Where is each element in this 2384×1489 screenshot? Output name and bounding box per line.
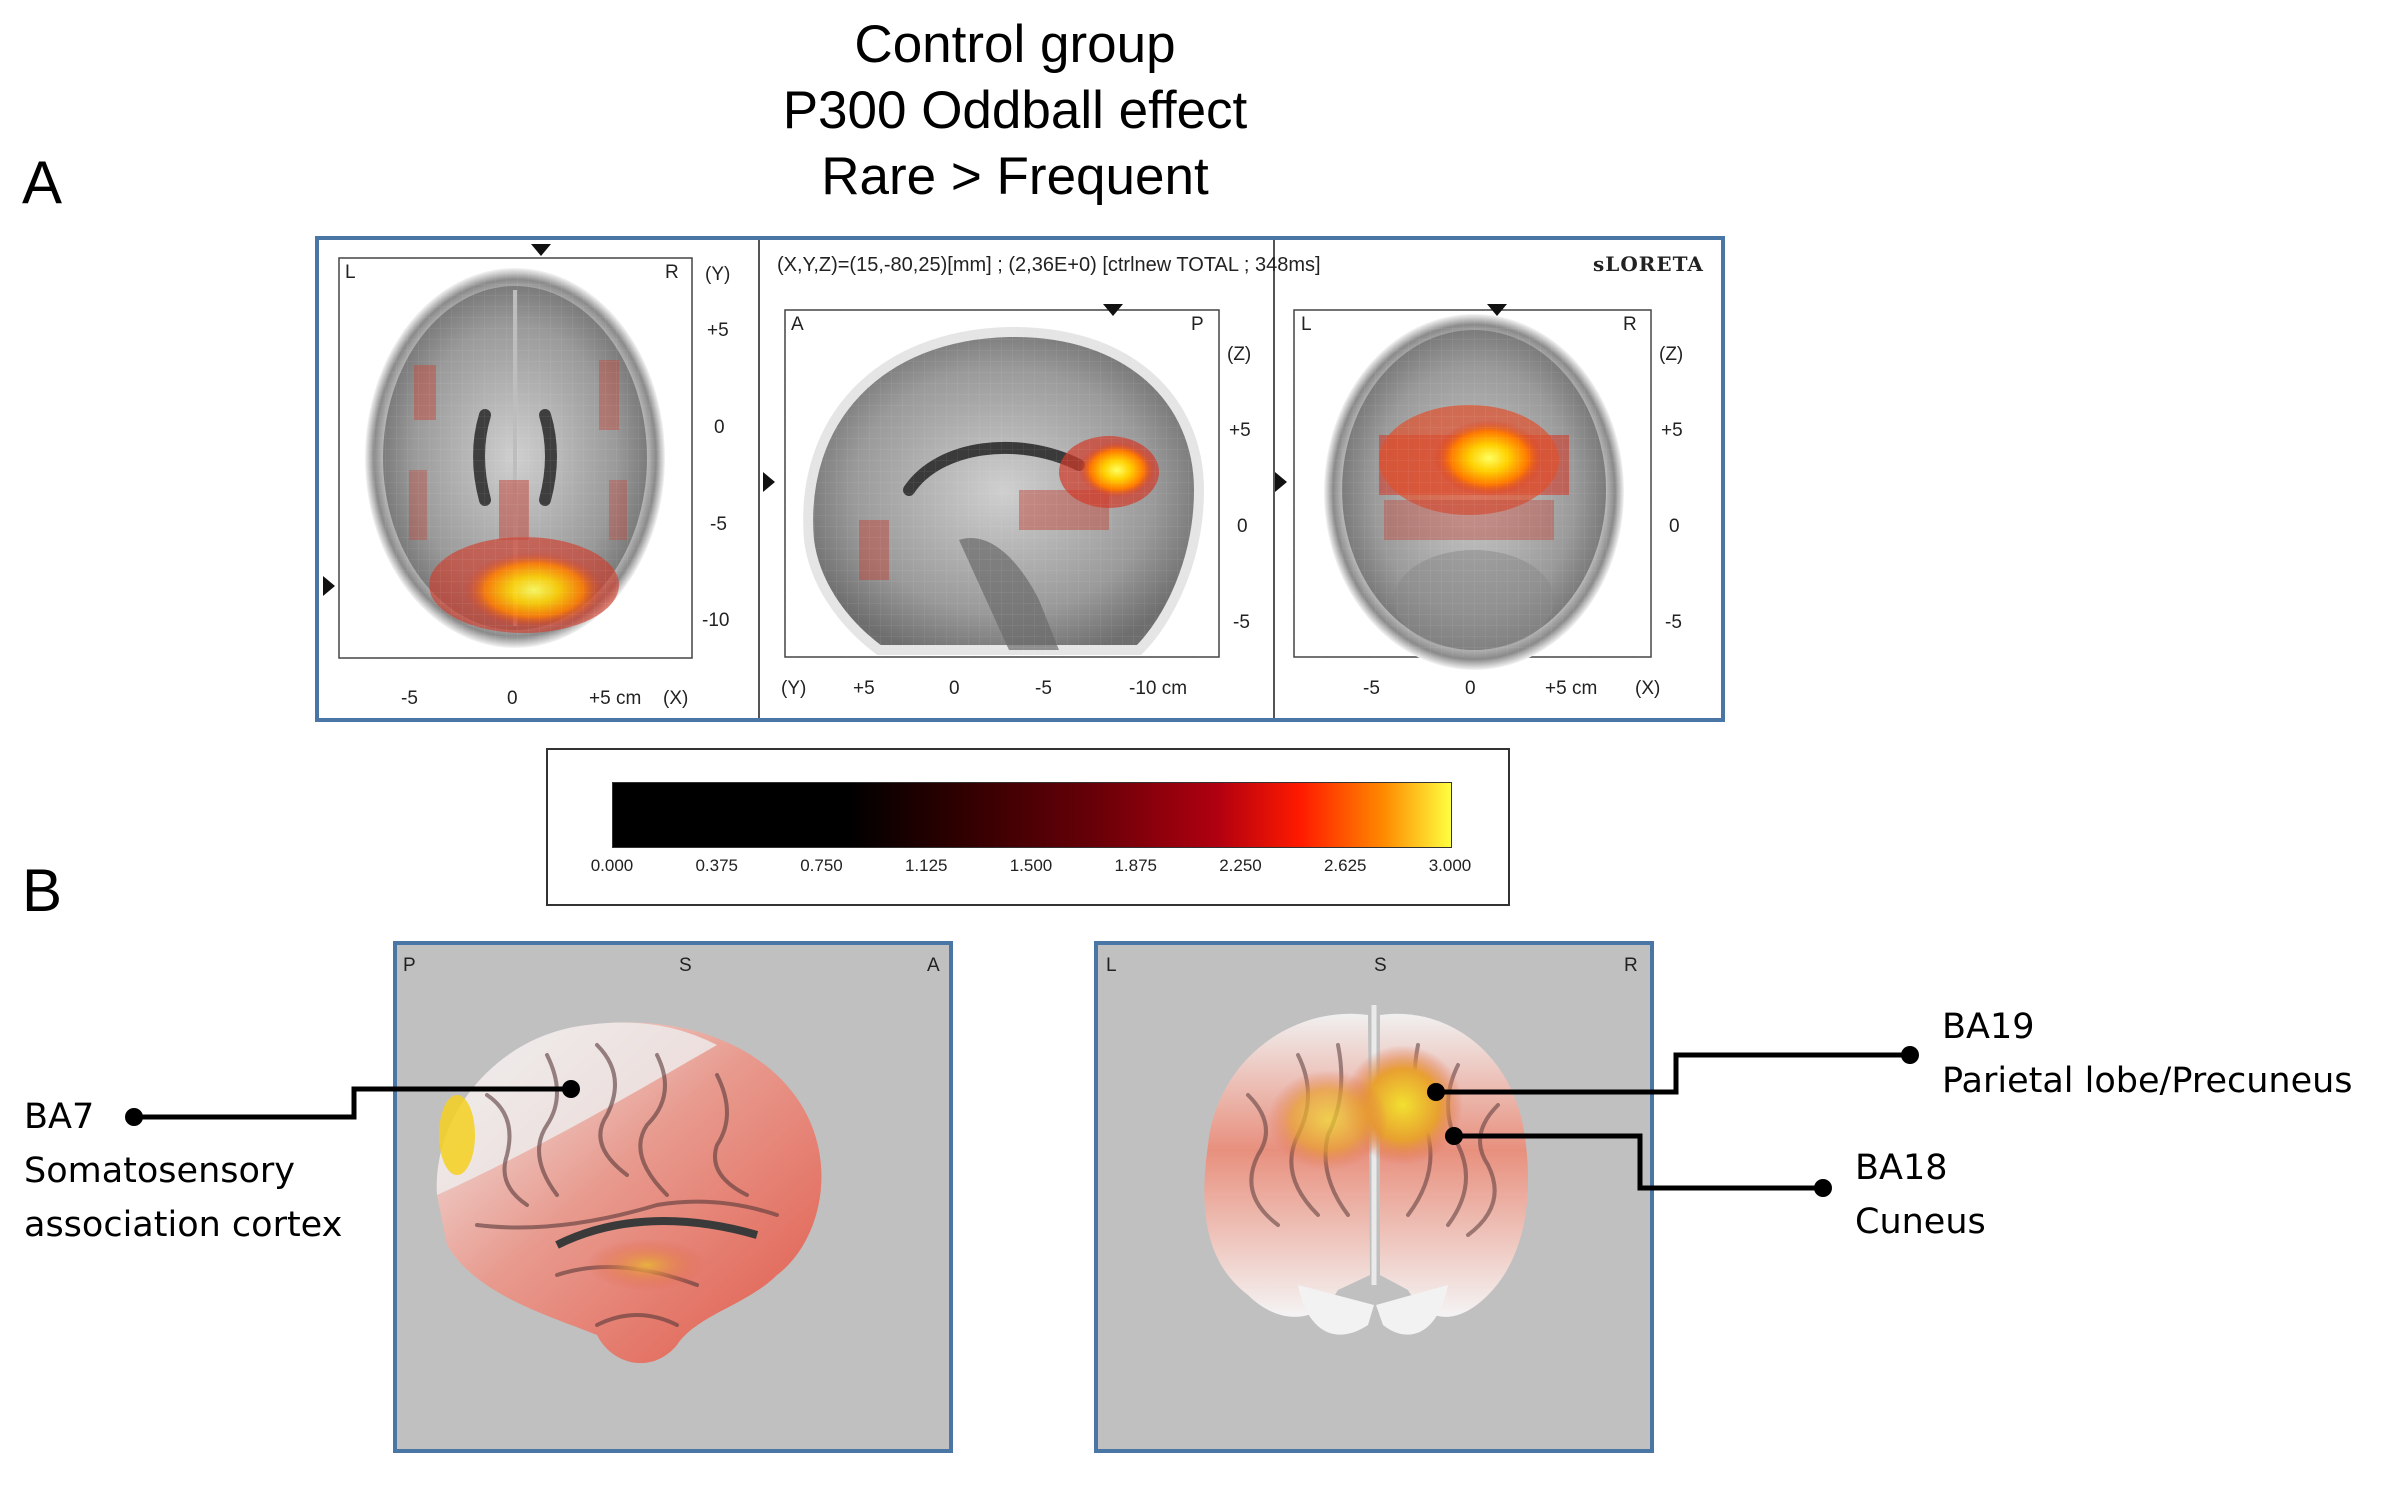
ba18-desc: Cuneus — [1855, 1202, 1986, 1242]
sagittal-axis-y: (Y) — [781, 678, 807, 699]
sagittal-xtick: 0 — [949, 678, 960, 699]
sagittal-right-label: P — [1191, 314, 1204, 335]
lateral-orient-a: A — [927, 955, 940, 976]
coronal-cursor-left — [1275, 472, 1287, 492]
ba7-desc-line-1: Somatosensory — [24, 1151, 296, 1191]
method-label: sLORETA — [1593, 252, 1704, 276]
sagittal-cursor-left — [763, 472, 775, 492]
panel-b-letter: B — [22, 857, 63, 924]
colorbar-tick-label: 0.000 — [590, 856, 634, 875]
ba7-label: BA7 — [24, 1097, 95, 1137]
colorbar-panel: 0.000 0.375 0.750 1.125 1.500 1.875 2.250 2.625… — [546, 748, 1510, 906]
coronal-right-label: R — [1623, 314, 1637, 335]
sagittal-left-label: A — [791, 314, 804, 335]
posterior-orient-l: L — [1106, 955, 1117, 976]
lateral-orient-s: S — [679, 955, 692, 976]
slice-viewer-svg — [323, 240, 1652, 718]
axial-ytick: -10 — [702, 610, 730, 631]
panel-a-letter: A — [22, 149, 63, 216]
sagittal-ytick: -5 — [1233, 612, 1250, 633]
colorbar-tick-label: 1.500 — [1009, 856, 1053, 875]
axial-left-label: L — [345, 262, 356, 283]
sagittal-xtick: -10 cm — [1129, 678, 1188, 699]
colorbar-tick-label: 3.000 — [1428, 856, 1472, 875]
ba18-annotation: BA18 Cuneus — [1855, 1141, 1986, 1249]
coronal-xtick: +5 cm — [1545, 678, 1598, 699]
axial-right-label: R — [665, 262, 679, 283]
axial-ytick: 0 — [714, 417, 725, 438]
colorbar-tick-label: 0.750 — [800, 856, 843, 875]
axial-axis-y: (Y) — [705, 264, 731, 285]
brain-lateral-view: P S A — [393, 941, 953, 1453]
ba19-dot — [1901, 1046, 1919, 1064]
axial-cursor-left — [323, 576, 335, 596]
coronal-axis-z: (Z) — [1659, 344, 1684, 365]
axial-ytick: -5 — [710, 514, 727, 535]
ba7-target-dot — [562, 1080, 580, 1098]
coronal-left-label: L — [1301, 314, 1312, 335]
ba7-annotation: BA7 Somatosensory association cortex — [24, 1090, 342, 1252]
colorbar-tick-label: 1.875 — [1114, 856, 1158, 875]
colorbar-tick-label: 0.375 — [695, 856, 739, 875]
colorbar-tick-label: 2.250 — [1219, 856, 1262, 875]
coronal-xtick: -5 — [1363, 678, 1380, 699]
axial-xtick: +5 cm — [589, 688, 642, 709]
coronal-ytick: 0 — [1669, 516, 1680, 537]
posterior-orient-r: R — [1624, 955, 1638, 976]
ba19-label: BA19 — [1942, 1007, 2035, 1047]
panel-a-viewer: (X,Y,Z)=(15,-80,25)[mm] ; (2,36E+0) [ctr… — [315, 236, 1725, 722]
coronal-cursor-top — [1487, 304, 1507, 316]
colorbar-tick-label: 1.125 — [904, 856, 948, 875]
ba7-desc-line-2: association cortex — [24, 1205, 343, 1245]
ba18-dot — [1814, 1179, 1832, 1197]
coronal-axis-x: (X) — [1635, 678, 1661, 699]
ba18-target-dot — [1445, 1127, 1463, 1145]
coronal-xtick: 0 — [1465, 678, 1476, 699]
sagittal-xtick: +5 — [853, 678, 875, 699]
title-line-1: Control group — [854, 15, 1176, 74]
ba19-target-dot — [1427, 1083, 1445, 1101]
coronal-ytick: +5 — [1661, 420, 1683, 441]
sagittal-axis-z: (Z) — [1227, 344, 1252, 365]
axial-axis-x: (X) — [663, 688, 689, 709]
coordinate-readout: (X,Y,Z)=(15,-80,25)[mm] ; (2,36E+0) [ctr… — [777, 254, 1321, 276]
axial-xtick: 0 — [507, 688, 518, 709]
axial-xtick: -5 — [401, 688, 418, 709]
axial-ytick: +5 — [707, 320, 729, 341]
lateral-orient-p: P — [403, 955, 416, 976]
ba18-label: BA18 — [1855, 1148, 1948, 1188]
title-line-2: P300 Oddball effect — [782, 81, 1248, 140]
ba19-desc: Parietal lobe/Precuneus — [1942, 1061, 2353, 1101]
sagittal-ytick: +5 — [1229, 420, 1251, 441]
sagittal-ytick: 0 — [1237, 516, 1248, 537]
sagittal-cursor-top — [1103, 304, 1123, 316]
posterior-orient-s: S — [1374, 955, 1387, 976]
title-line-3: Rare > Frequent — [821, 147, 1209, 206]
axial-cursor-top — [531, 244, 551, 256]
ba7-dot — [125, 1108, 143, 1126]
colorbar-gradient — [612, 782, 1452, 848]
coronal-ytick: -5 — [1665, 612, 1682, 633]
colorbar-tick-label: 2.625 — [1323, 856, 1367, 875]
sagittal-xtick: -5 — [1035, 678, 1052, 699]
ba19-annotation: BA19 Parietal lobe/Precuneus — [1942, 1000, 2353, 1108]
figure-title: Control group P300 Oddball effect Rare >… — [0, 12, 2030, 210]
